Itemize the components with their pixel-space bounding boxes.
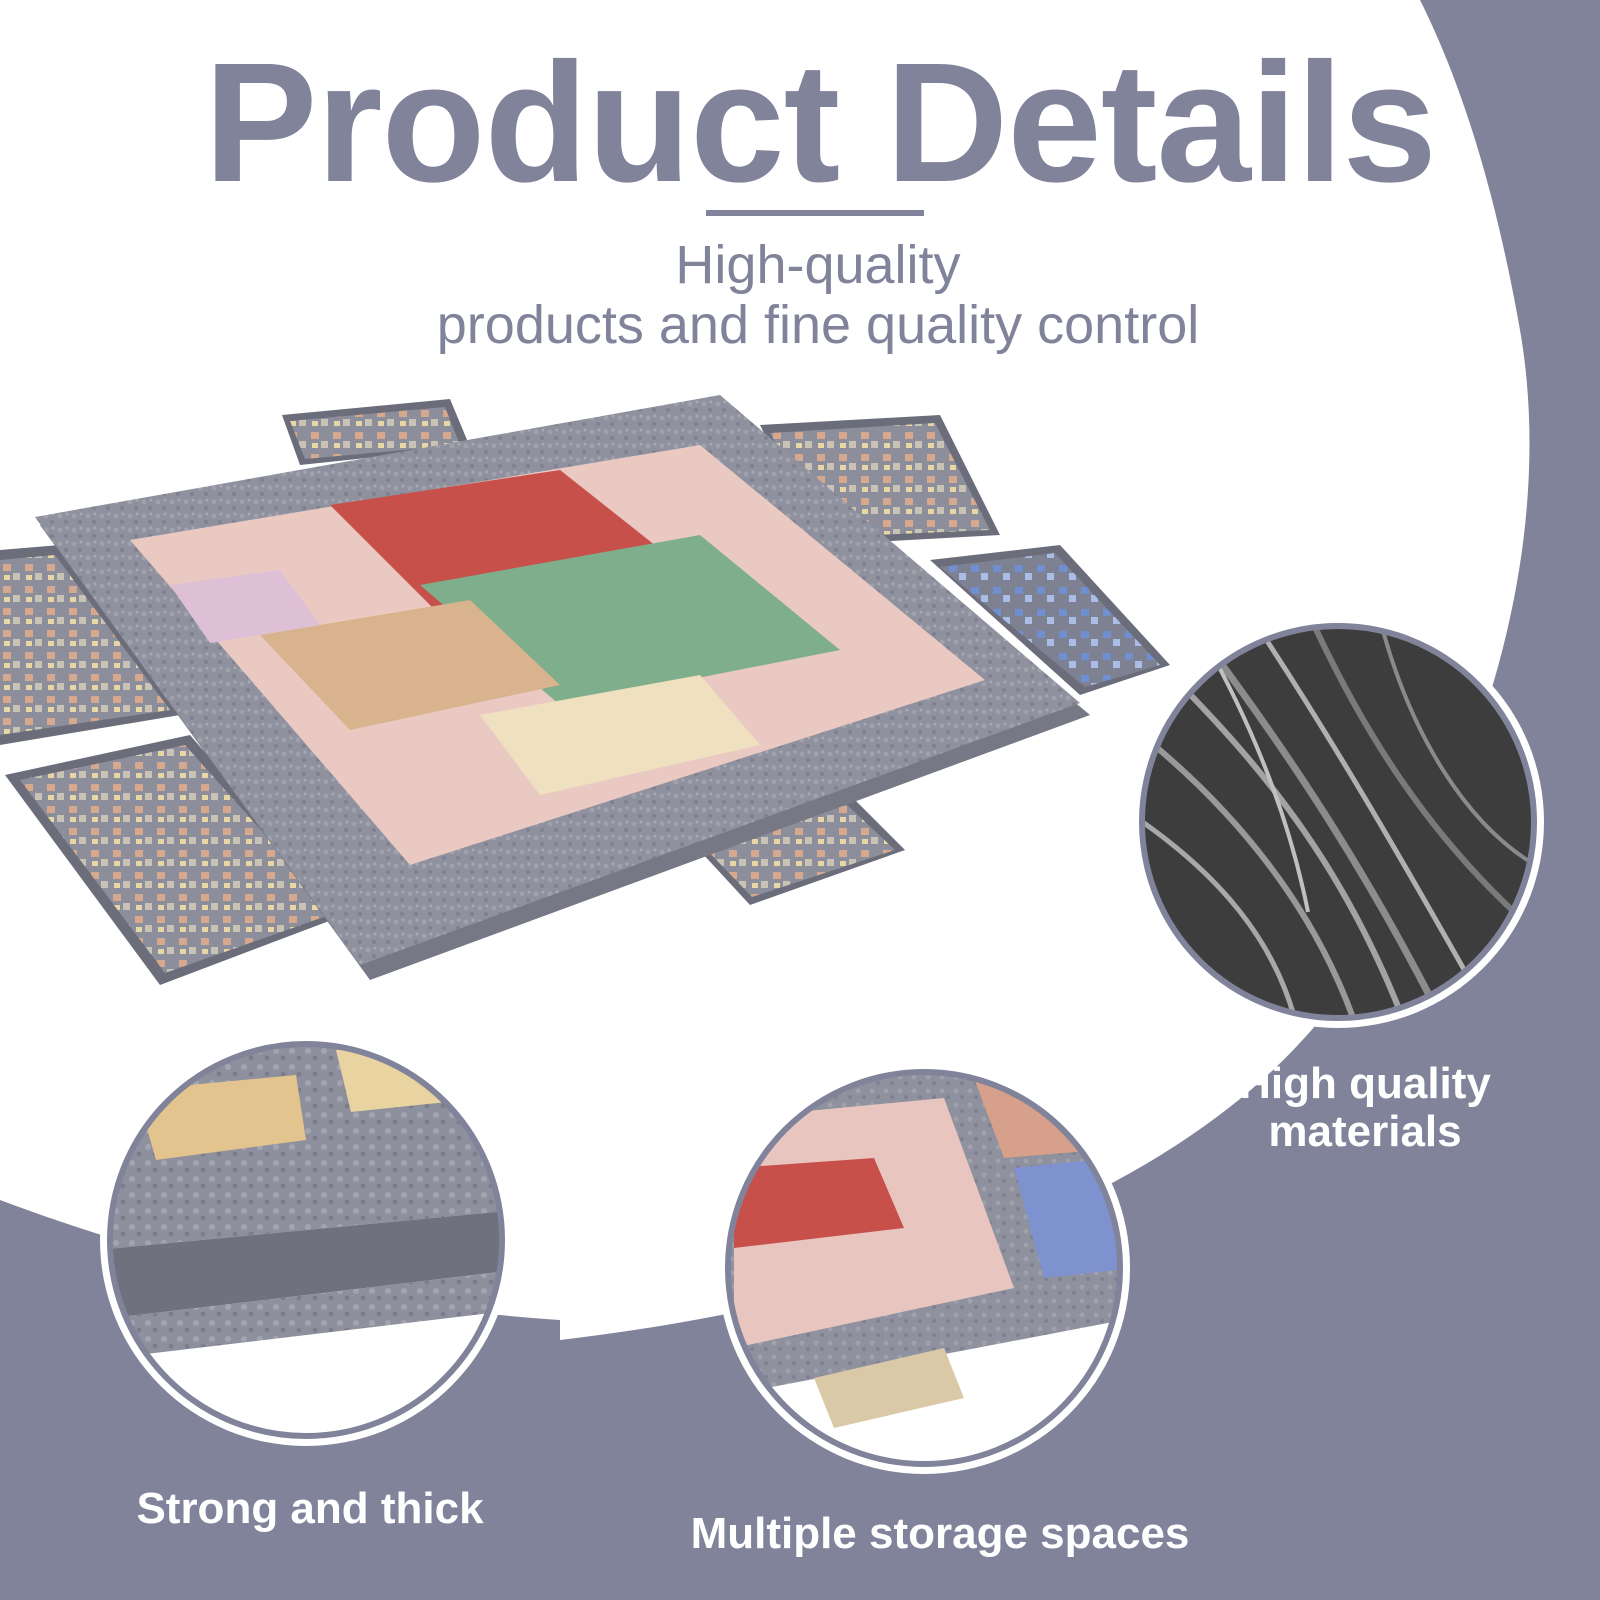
subtitle-line-1: High-quality (675, 235, 961, 295)
feature-multiple-storage-spaces: Multiple storage spaces (690, 1509, 1190, 1558)
feature-high-quality-materials: High quality materials (1185, 1060, 1545, 1155)
puzzle-board-with-drawers-icon (0, 395, 1170, 985)
feature-strong-and-thick: Strong and thick (136, 1484, 484, 1533)
page-title: Product Details (204, 28, 1437, 218)
subtitle-line-2: products and fine quality control (436, 295, 1200, 355)
title-underline (706, 210, 924, 216)
feature-label: High quality (1239, 1059, 1491, 1108)
drawers-closeup-icon (718, 1062, 1130, 1474)
fibers-closeup-icon (1132, 616, 1544, 1028)
feature-label-line2: materials (1268, 1106, 1462, 1156)
board-edge-closeup-icon (100, 1034, 512, 1446)
